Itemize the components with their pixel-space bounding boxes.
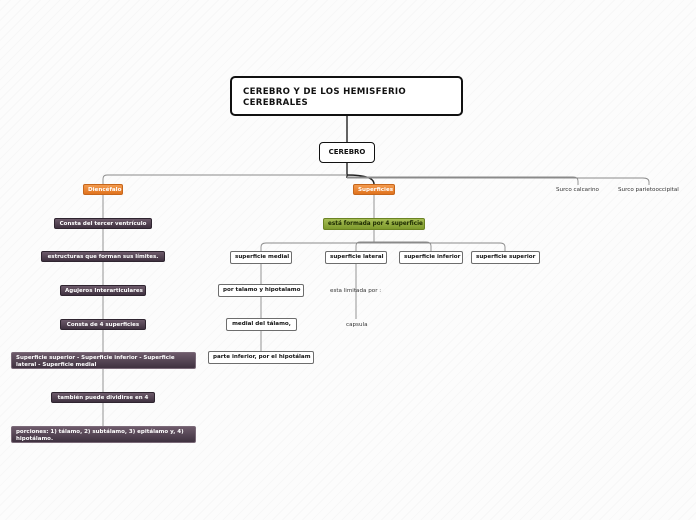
- topic-surco-parietooccipital[interactable]: Surco parietooccipital: [618, 187, 679, 193]
- diencefalo-item-4[interactable]: Consta de 4 superficies: [60, 319, 146, 330]
- diencefalo-item-7[interactable]: porciones: 1) tálamo, 2) subtálamo, 3) e…: [11, 426, 196, 443]
- edge-formed-medial: [260, 230, 375, 251]
- edge-main-diencefalo: [102, 174, 347, 184]
- topic-superficies[interactable]: Superficies: [353, 184, 395, 195]
- superficies-formed-by[interactable]: está formada por 4 superficie: [323, 218, 425, 230]
- diencefalo-item-6[interactable]: también puede dividirse en 4: [51, 392, 155, 403]
- diencefalo-item-2[interactable]: estructuras que forman sus límites.: [41, 251, 165, 262]
- diencefalo-item-5[interactable]: Superficie superior - Superficie inferio…: [11, 352, 196, 369]
- main-topic-cerebro[interactable]: CEREBRO: [319, 142, 375, 163]
- diencefalo-item-1[interactable]: Consta del tercer ventrículo: [54, 218, 152, 229]
- diencefalo-item-3[interactable]: Agujeros Interarticulares: [60, 285, 146, 296]
- superficie-inferior[interactable]: superficie inferior: [399, 251, 463, 264]
- lateral-item-2[interactable]: capsula: [346, 322, 368, 328]
- topic-diencefalo[interactable]: Diencéfalo: [83, 184, 123, 195]
- topic-surco-calcarino[interactable]: Surco calcarino: [556, 187, 599, 193]
- superficie-lateral[interactable]: superficie lateral: [325, 251, 387, 264]
- edge-formed-superior: [374, 242, 506, 251]
- superficie-superior[interactable]: superficie superior: [471, 251, 540, 264]
- lateral-item-1[interactable]: esta limitada por :: [330, 288, 382, 294]
- medial-item-2[interactable]: medial del tálamo,: [226, 318, 297, 331]
- edge-main-superficies-branch: [346, 174, 375, 185]
- medial-item-3[interactable]: parte inferior, por el hipotálam: [208, 351, 314, 364]
- superficie-medial[interactable]: superficie medial: [230, 251, 292, 264]
- edge-main-surco-parietooccipital: [347, 177, 650, 185]
- medial-item-1[interactable]: por talamo y hipotalamo: [218, 284, 304, 297]
- central-topic[interactable]: CEREBRO Y DE LOS HEMISFERIO CEREBRALES: [230, 76, 463, 116]
- edge-formed-lateral: [355, 241, 374, 251]
